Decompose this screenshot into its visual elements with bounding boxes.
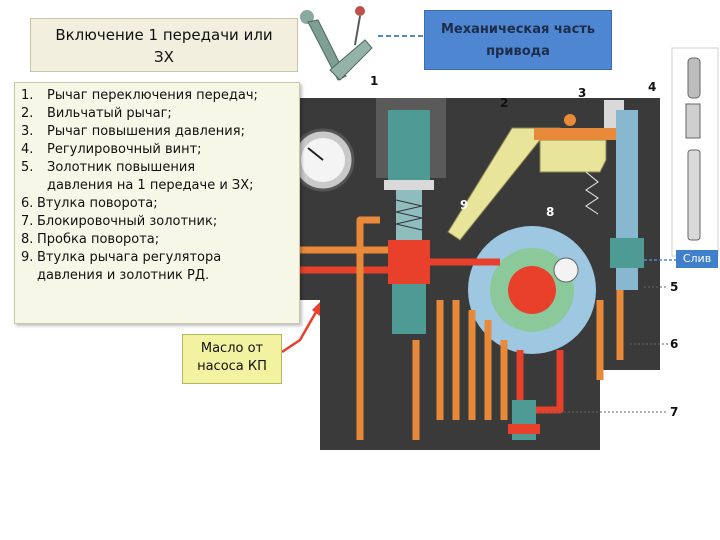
legend-item: 5.Золотник повышения <box>21 160 196 175</box>
legend-item: давления и золотник РД. <box>37 268 210 283</box>
spool-valve-right <box>610 110 676 290</box>
legend-item: давления на 1 передаче и ЗХ; <box>47 178 254 193</box>
legend-item: 7.Блокировочный золотник; <box>21 214 218 229</box>
callout-1: 1 <box>370 74 379 88</box>
rotary-valve <box>468 226 596 354</box>
callout-2: 2 <box>500 96 509 110</box>
parts-legend: 1.Рычаг переключения передач; 2.Вильчаты… <box>14 82 300 324</box>
callout-7: 7 <box>670 405 679 419</box>
blocking-spool <box>508 400 540 440</box>
callout-4: 4 <box>648 80 657 94</box>
legend-item: 8.Пробка поворота; <box>21 232 160 247</box>
callout-9: 9 <box>460 198 469 212</box>
legend-item: 9.Втулка рычага регулятора <box>21 250 222 265</box>
callout-3: 3 <box>578 86 587 100</box>
pressure-gauge-icon <box>291 128 355 192</box>
legend-item: 3.Рычаг повышения давления; <box>21 124 245 139</box>
legend-item: 1.Рычаг переключения передач; <box>21 88 258 103</box>
legend-item: 4.Регулировочный винт; <box>21 142 202 157</box>
yellow-levers <box>447 100 624 241</box>
legend-item: 2.Вильчатый рычаг; <box>21 106 172 121</box>
callout-5: 5 <box>670 280 679 294</box>
slide-title: Включение 1 передачи или ЗХ <box>30 18 298 72</box>
parts-column <box>671 47 719 257</box>
title-line-1: Включение 1 передачи или <box>55 26 273 44</box>
oil-channels <box>300 216 624 440</box>
legend-item: 6.Втулка поворота; <box>21 196 158 211</box>
drain-label: Слив <box>676 250 718 268</box>
callout-6: 6 <box>670 337 679 351</box>
title-line-2: ЗХ <box>154 48 174 66</box>
gear-lever-illustration <box>300 6 373 81</box>
mechanical-part-label: Механическая часть привода <box>424 10 612 70</box>
oil-source-label: Масло от насоса КП <box>182 334 282 384</box>
callout-8: 8 <box>546 205 555 219</box>
spool-valve-left <box>384 110 434 334</box>
